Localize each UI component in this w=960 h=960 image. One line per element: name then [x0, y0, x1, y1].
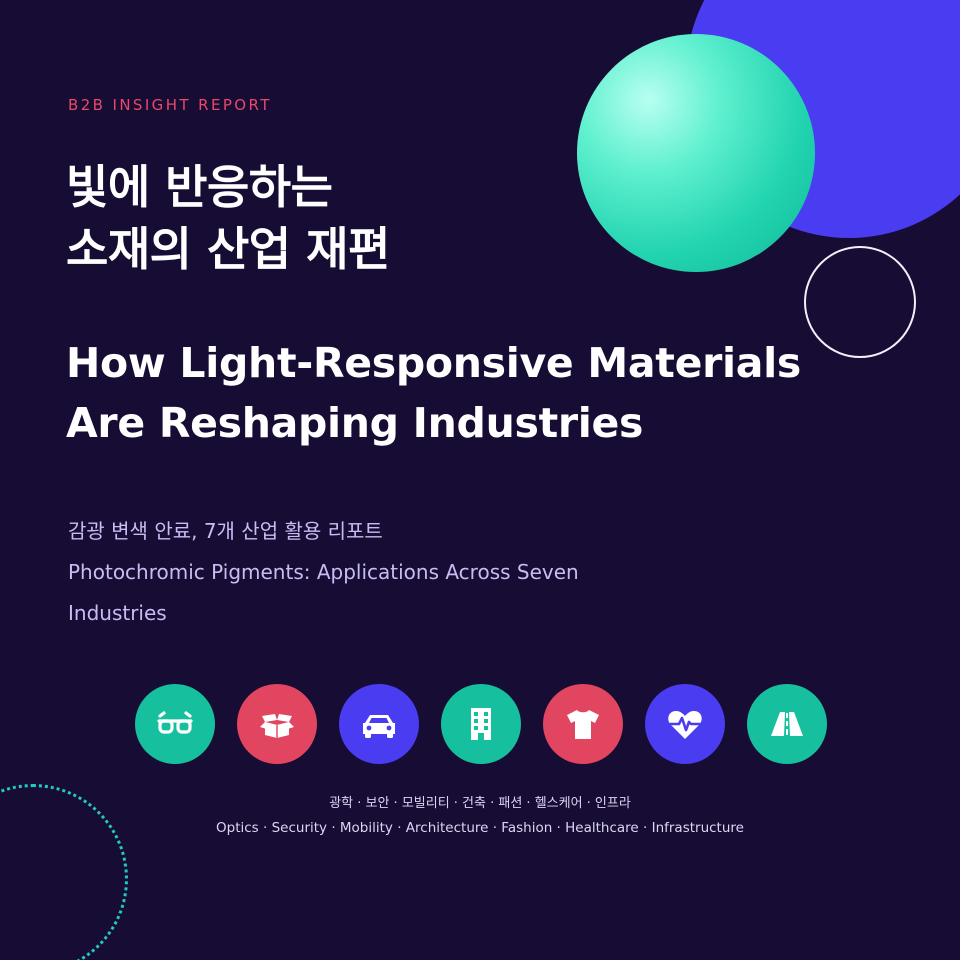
subtitle-korean: 감광 변색 안료, 7개 산업 활용 리포트: [68, 519, 383, 543]
title-english: How Light-Responsive Materials Are Resha…: [66, 333, 826, 453]
road-icon: [771, 712, 803, 736]
decorative-teal-sphere: [577, 34, 815, 272]
heartbeat-icon: [668, 711, 702, 739]
subtitle-block: 감광 변색 안료, 7개 산업 활용 리포트 Photochromic Pigm…: [68, 511, 628, 634]
industry-badge-infrastructure: [747, 684, 827, 764]
decorative-outline-ring: [804, 246, 916, 358]
industry-badge-healthcare: [645, 684, 725, 764]
industry-badge-mobility: [339, 684, 419, 764]
building-icon: [471, 708, 491, 740]
industry-caption-korean: 광학 · 보안 · 모빌리티 · 건축 · 패션 · 헬스케어 · 인프라: [329, 796, 631, 811]
glasses-icon: [157, 711, 193, 734]
title-english-line: How Light-Responsive Materials: [66, 339, 801, 387]
car-icon: [363, 715, 395, 738]
subtitle-english-line: Industries: [68, 601, 167, 625]
industry-badge-fashion: [543, 684, 623, 764]
industry-badge-optics: [135, 684, 215, 764]
industry-badge-architecture: [441, 684, 521, 764]
title-korean-line: 소재의 산업 재편: [66, 222, 390, 276]
title-english-line: Are Reshaping Industries: [66, 399, 644, 447]
industry-icon-row: [135, 684, 827, 766]
title-korean: 빛에 반응하는 소재의 산업 재편: [66, 156, 390, 280]
tshirt-icon: [567, 710, 599, 739]
industry-caption-english: Optics · Security · Mobility · Architect…: [216, 820, 744, 836]
subtitle-english-line: Photochromic Pigments: Applications Acro…: [68, 560, 579, 584]
industry-badge-security: [237, 684, 317, 764]
title-korean-line: 빛에 반응하는: [66, 160, 333, 214]
open-box-icon: [260, 714, 294, 738]
eyebrow-label: B2B INSIGHT REPORT: [68, 96, 272, 114]
